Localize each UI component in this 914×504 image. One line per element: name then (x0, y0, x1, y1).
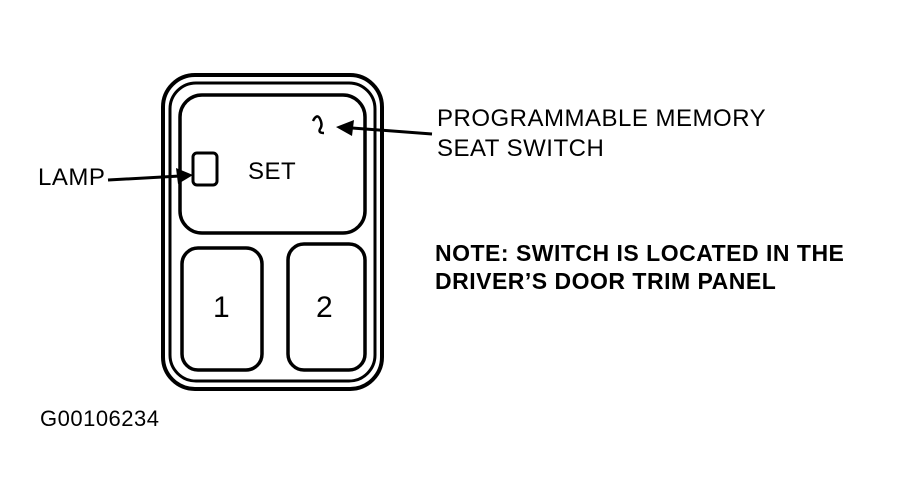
note-line2: DRIVER’S DOOR TRIM PANEL (435, 268, 777, 294)
callout-label-line2: SEAT SWITCH (437, 135, 605, 162)
note-line1: NOTE: SWITCH IS LOCATED IN THE (435, 240, 845, 266)
callout-label-line1: PROGRAMMABLE MEMORY (437, 105, 767, 132)
set-label: SET (248, 158, 297, 185)
button-2-label: 2 (316, 291, 334, 324)
lamp-indicator (191, 151, 219, 187)
lamp-label: LAMP (38, 164, 106, 191)
switch-callout-arrow (311, 115, 433, 136)
figure-id: G00106234 (40, 406, 160, 431)
memory-button-2[interactable] (286, 242, 367, 372)
lamp-leader-arrow (107, 168, 193, 184)
memory-button-1[interactable] (180, 246, 264, 372)
button-1-label: 1 (213, 291, 231, 324)
switch-housing-inner (168, 81, 377, 383)
